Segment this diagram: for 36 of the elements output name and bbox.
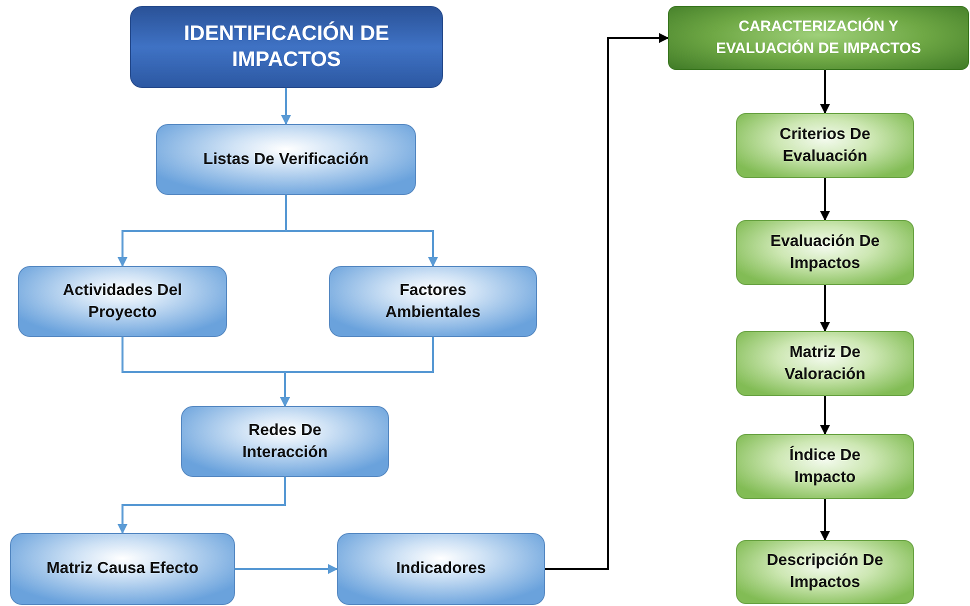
process-box [329,266,537,337]
arrow [820,70,830,114]
box-label: Evaluación De Impactos [769,232,881,274]
arrow [820,396,830,435]
process-box [156,124,416,195]
box-label: Listas De Verificación [203,150,369,170]
box-label: Índice De Impacto [788,444,862,488]
box-label: Actividades Del Proyecto [62,280,184,322]
process-box [337,533,545,605]
arrow [235,564,338,574]
box-label: CARACTERIZACIÓN Y EVALUACIÓN DE IMPACTOS [714,16,922,59]
box-label: Criterios De Evaluación [778,124,872,166]
process-box [18,266,227,337]
heading-box [668,6,969,70]
process-box [736,113,914,178]
arrow [280,337,434,407]
arrow [281,88,291,125]
arrow [118,477,286,534]
box-label: Matriz De Valoración [784,342,866,384]
arrow [820,285,830,332]
box-label: Descripción De Impactos [766,551,884,593]
process-box [736,540,914,604]
process-box [181,406,389,477]
process-box [10,533,235,605]
box-label: Factores Ambientales [384,280,482,322]
box-label: Redes De Interacción [241,420,329,462]
box-label: Indicadores [396,559,486,579]
arrow [545,33,669,570]
process-box [736,220,914,285]
heading-box [130,6,443,88]
process-box [736,434,914,499]
arrow [820,178,830,221]
arrow [820,499,830,541]
box-label: Matriz Causa Efecto [46,559,199,579]
box-label: IDENTIFICACIÓN DE IMPACTOS [182,21,390,73]
process-box [736,331,914,396]
